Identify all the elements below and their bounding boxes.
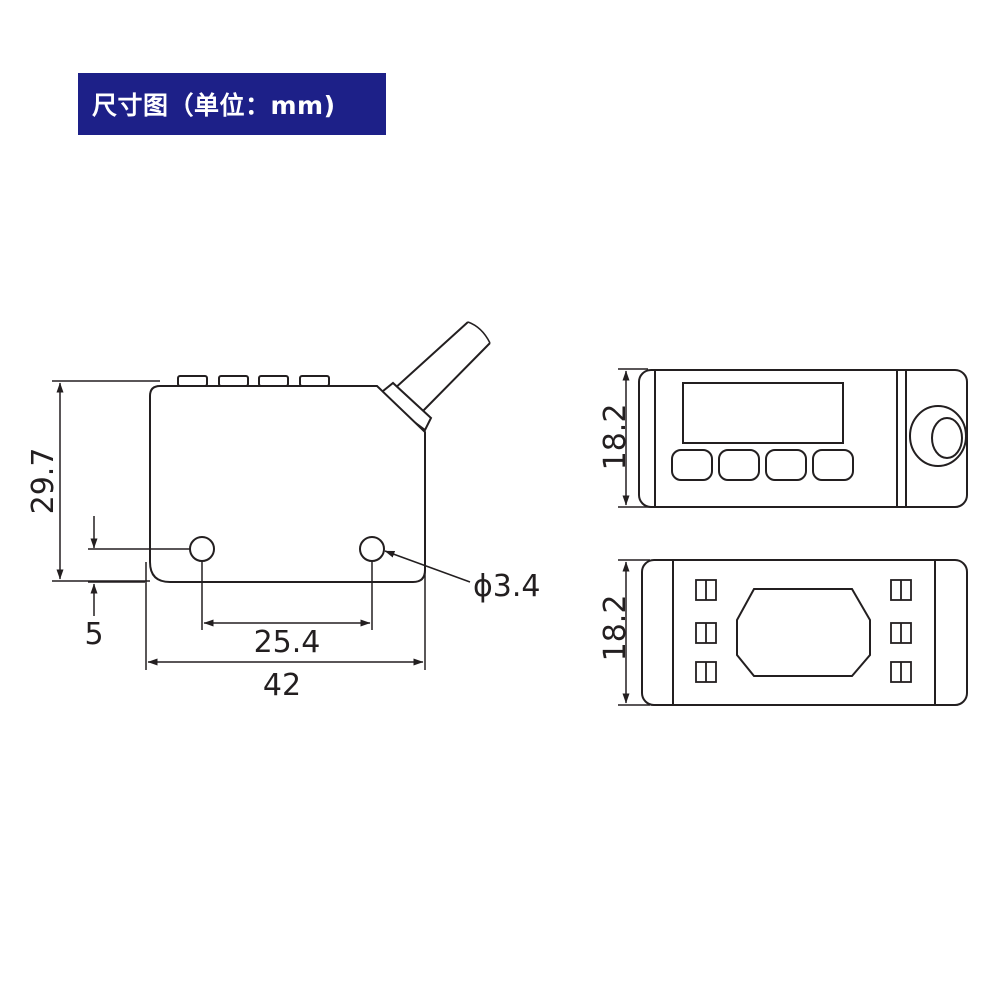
- height-dimension: [52, 380, 160, 582]
- top-button-2: [218, 375, 249, 387]
- top-button-1: [177, 375, 208, 387]
- hole-diameter-label: ϕ3.4: [473, 569, 541, 604]
- connector-slots: [695, 579, 912, 683]
- front-view: [149, 321, 491, 583]
- hole-spacing-label: 25.4: [254, 625, 321, 660]
- lens-outer: [909, 405, 967, 467]
- hole-offset-label: 5: [84, 617, 103, 652]
- bottom-view-depth-label: 18.2: [598, 595, 633, 662]
- display-window: [682, 382, 844, 444]
- bottom-view: [641, 559, 968, 706]
- key-button-4: [812, 449, 854, 481]
- top-view: [638, 369, 968, 508]
- top-button-3: [258, 375, 289, 387]
- lens-inner: [931, 417, 963, 459]
- sensor-window: [736, 588, 871, 677]
- top-button-4: [299, 375, 330, 387]
- cable: [392, 321, 491, 416]
- hole-spacing-dimension: [201, 561, 373, 630]
- key-button-3: [765, 449, 807, 481]
- title-banner: 尺寸图（单位：mm): [78, 73, 386, 135]
- key-button-2: [718, 449, 760, 481]
- width-dimension: [145, 562, 426, 670]
- top-view-body: [638, 369, 968, 508]
- bottom-view-depth-dimension: [618, 559, 650, 706]
- title-text: 尺寸图（单位：mm): [92, 91, 336, 120]
- bottom-view-body: [641, 559, 968, 706]
- height-label: 29.7: [26, 448, 61, 515]
- hole-diameter-leader: [384, 550, 471, 583]
- top-view-depth-label: 18.2: [598, 404, 633, 471]
- key-button-1: [671, 449, 713, 481]
- hole-offset-dimension: [88, 516, 190, 616]
- width-label: 42: [263, 668, 301, 703]
- top-view-depth-dimension: [618, 368, 648, 508]
- cable-end: [467, 321, 491, 344]
